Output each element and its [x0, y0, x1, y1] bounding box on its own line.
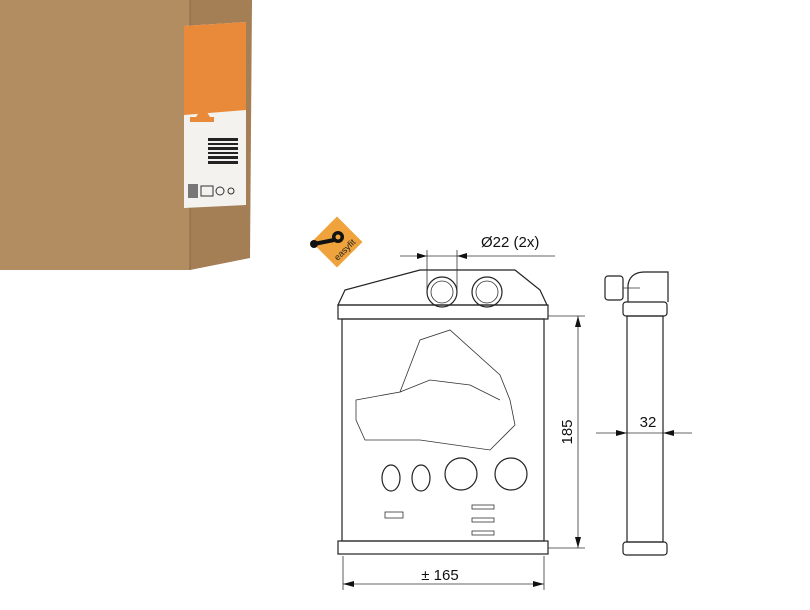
pipe-diameter-label: Ø22 (2x) — [481, 234, 539, 251]
packaging-box — [0, 0, 252, 270]
heater-core-front-view — [337, 269, 549, 555]
nrf-logo — [196, 106, 210, 117]
dimension-pipe-diameter: Ø22 (2x) — [400, 234, 555, 290]
bracket-accessory — [355, 329, 516, 451]
dimension-depth: 32 — [596, 414, 692, 436]
width-label: ± 165 — [421, 567, 458, 584]
wrench-icon — [310, 231, 344, 248]
dimension-width: ± 165 — [342, 556, 545, 590]
box-label — [184, 22, 246, 208]
depth-label: 32 — [640, 414, 657, 431]
dimension-height: 185 — [548, 315, 585, 549]
height-label: 185 — [559, 419, 576, 444]
barcode — [188, 138, 238, 198]
heater-core-side-view — [604, 271, 669, 556]
